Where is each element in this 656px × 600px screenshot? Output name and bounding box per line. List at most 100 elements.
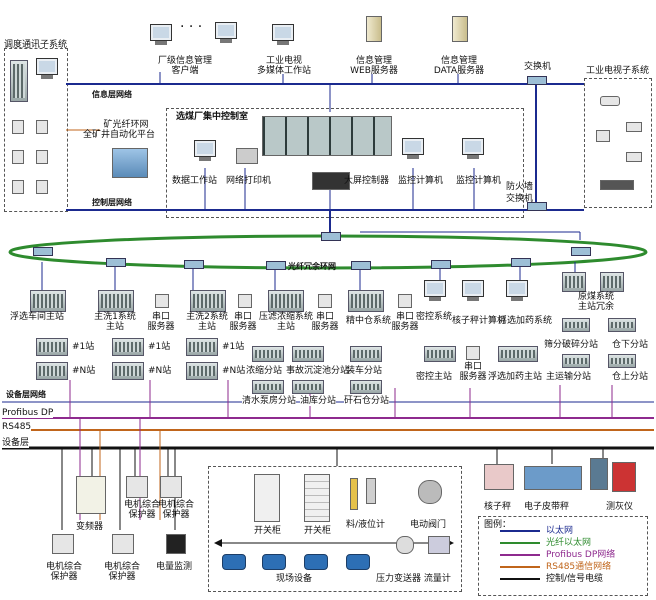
firewall-switch-icon [527, 202, 547, 211]
screen-crush-label: 筛分破碎分站 [544, 340, 599, 350]
nna-label: #N站 [72, 366, 96, 376]
pressure-flow-label: 压力变送器 流量计 [376, 574, 451, 584]
flot-dosing-pc [506, 280, 528, 302]
legend-item-cable: 控制/信号电缆 [546, 574, 604, 584]
legend-box [478, 516, 648, 596]
legend-item-ethernet: 以太网 [546, 526, 574, 536]
legend-swatches [500, 530, 540, 580]
motor-icon-3 [304, 554, 328, 570]
n1a-label: #1站 [72, 342, 95, 352]
oil-sub-label: 油库分站 [300, 396, 337, 406]
net-printer-icon [236, 148, 258, 164]
raw-coal-plc-2 [600, 272, 624, 292]
inverter-icon [76, 476, 106, 514]
big-screen-ctrl-icon [312, 172, 350, 190]
serial-server-5-label-2: 服务器 [459, 372, 487, 382]
dispatch-phone-4 [36, 150, 48, 164]
motor-prot-1-label-1: 电机综合 [123, 500, 160, 510]
dispatch-phone-6 [36, 180, 48, 194]
dispatch-phone-5 [12, 180, 24, 194]
level-meter-icon [350, 478, 358, 510]
serial-server-2-label-1: 串口 [233, 312, 252, 322]
monitor-pc-1 [402, 138, 424, 160]
top-switch-icon [527, 76, 547, 85]
fine-coal-label: 精中仓系统 [346, 316, 392, 326]
monitor2-label: 监控计算机 [456, 176, 502, 186]
serial-server-1-label-1: 串口 [151, 312, 170, 322]
inverter-label: 变频器 [76, 522, 104, 532]
dense-ctrl-label: 密控系统 [416, 312, 453, 322]
clear-pump-plc [252, 380, 284, 394]
info-layer-label: 信息层网络 [92, 90, 132, 99]
flot-main-label: 浮选车间主站 [10, 312, 65, 322]
switch-cab-1-icon [254, 474, 280, 522]
warehouse-sub-label: 仓下分站 [612, 340, 649, 350]
mine-plat-label-2: 全矿井自动化平台 [82, 130, 155, 140]
serial-server-3-icon [318, 294, 332, 308]
field-equip-label: 现场设备 [276, 574, 313, 584]
raw-coal-label-1: 原煤系统 [577, 292, 614, 302]
legend-item-profibus: Profibus DP网络 [546, 550, 616, 560]
video-wall [262, 116, 392, 156]
flot-sub-1 [36, 338, 68, 356]
switch-cab-2-icon [304, 474, 330, 522]
pressure-transmitter-icon [396, 536, 414, 554]
main-conv-plc [562, 354, 590, 368]
serial-server-1-label-2: 服务器 [147, 322, 175, 332]
ind-tv-ws-label-1: 工业电视 [265, 56, 302, 66]
valve-icon [418, 480, 442, 504]
wash1-sub-1 [112, 338, 144, 356]
data-server [452, 16, 468, 42]
warehouse-top-plc [608, 354, 636, 368]
data-server-label-1: 信息管理 [440, 56, 477, 66]
device-layer-net-label: 设备层网络 [6, 390, 46, 399]
ind-tv-camera-2 [626, 122, 642, 132]
ind-tv-subsystem-label: 工业电视子系统 [586, 66, 650, 76]
dispatch-phone-2 [36, 120, 48, 134]
ind-tv-camera-3 [596, 130, 610, 142]
motor-icon-2 [262, 554, 286, 570]
valve-label: 电动阀门 [410, 520, 447, 530]
wash1-sub-n [112, 362, 144, 380]
nuclear-scale-icon [484, 464, 514, 490]
serial-server-3-label-1: 串口 [315, 312, 334, 322]
belt-scale-icon [524, 466, 582, 490]
belt-scale-pc-label: 核子秤计算机 [452, 316, 507, 326]
serial-server-5-icon [466, 346, 480, 360]
ring-switch-3 [184, 260, 204, 269]
screen-crush-plc [562, 318, 590, 332]
wash2-sub-1 [186, 338, 218, 356]
flot-sub-n [36, 362, 68, 380]
ring-switch-6 [431, 260, 451, 269]
switch2-label: 交换机 [506, 194, 534, 204]
dense-main-label: 密控主站 [416, 372, 453, 382]
big-screen-label: 大屏控制器 [344, 176, 390, 186]
filter-main-label-1: 压滤浓缩系统 [258, 312, 313, 322]
motor-prot-4-label-2: 保护器 [108, 572, 136, 582]
motor-icon-4 [346, 554, 370, 570]
dense-ctrl-pc [424, 280, 446, 302]
ind-tv-ws-pc [272, 24, 294, 46]
serial-server-4-label-1: 串口 [395, 312, 414, 322]
switch-cab-2-label: 开关柜 [304, 526, 332, 536]
thick-sub-label: 浓缩分站 [246, 366, 283, 376]
l3-client-pc-2 [215, 22, 237, 44]
serial-server-4-icon [398, 294, 412, 308]
nnc-label: #N站 [222, 366, 246, 376]
flot-dosing-main-label: 浮选加药主站 [488, 372, 543, 382]
net-printer-label: 网络打印机 [226, 176, 272, 186]
level-meter-label: 料/液位计 [346, 520, 386, 530]
data-server-label-2: DATA服务器 [433, 66, 485, 76]
nuclear-scale-label: 核子秤 [484, 502, 512, 512]
motor-prot-3-label-1: 电机综合 [45, 562, 82, 572]
filter-main-label-2: 主站 [276, 322, 295, 332]
flot-dosing-main-plc [498, 346, 538, 362]
legend-title: 图例： [484, 520, 512, 530]
motor-icon-1 [222, 554, 246, 570]
ash-meter-icon [590, 458, 608, 490]
clear-pump-label: 清水泵房分站 [242, 396, 297, 406]
monitor-pc-2 [462, 138, 484, 160]
main-wash1-label-2: 主站 [105, 322, 124, 332]
filter-main-plc [268, 290, 304, 312]
ind-tv-ws-label-2: 多媒体工作站 [256, 66, 311, 76]
